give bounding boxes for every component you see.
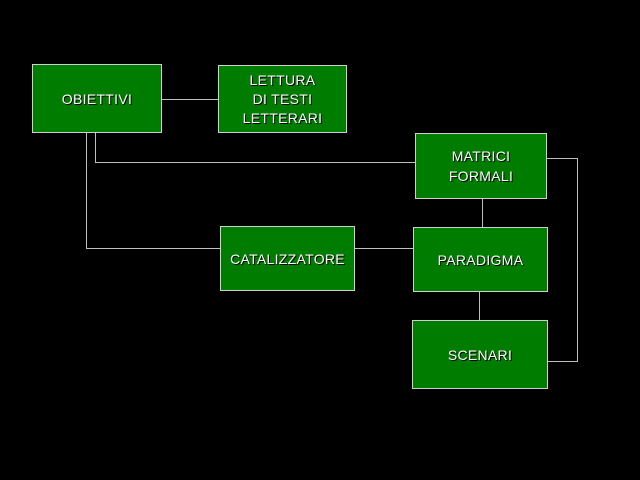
node-lettura-di-testi-letterari: LETTURA DI TESTI LETTERARI <box>218 65 347 133</box>
connector-obiettivi-matrici-horizontal <box>95 162 415 163</box>
node-paradigma: PARADIGMA <box>413 227 548 292</box>
connector-catalizzatore-paradigma <box>355 248 413 249</box>
node-lettura-label-line1: LETTURA <box>249 71 316 88</box>
connector-matrici-scenari-vertical <box>577 158 578 362</box>
node-lettura-label-line3: LETTERARI <box>242 109 323 126</box>
connector-matrici-scenari-bottom <box>548 361 577 362</box>
connector-obiettivi-catalizzatore-horizontal <box>86 248 220 249</box>
connector-paradigma-scenari <box>479 292 480 320</box>
node-scenari: SCENARI <box>412 320 548 389</box>
connector-matrici-scenari-top <box>547 158 577 159</box>
connector-obiettivi-lettura <box>162 99 218 100</box>
node-scenari-label: SCENARI <box>447 346 513 363</box>
connector-matrici-paradigma <box>482 199 483 227</box>
node-obiettivi: OBIETTIVI <box>32 64 162 133</box>
node-matrici-label-line2: FORMALI <box>448 168 514 184</box>
node-catalizzatore-label: CATALIZZATORE <box>230 250 345 267</box>
node-matrici-label-line1: MATRICI <box>451 148 511 164</box>
node-obiettivi-label: OBIETTIVI <box>61 90 133 107</box>
connector-obiettivi-matrici-vertical <box>95 133 96 163</box>
node-matrici-formali: MATRICI FORMALI <box>415 133 547 199</box>
node-catalizzatore: CATALIZZATORE <box>220 226 355 291</box>
node-lettura-label-line2: DI TESTI <box>252 90 313 107</box>
node-paradigma-label: PARADIGMA <box>437 251 524 268</box>
connector-obiettivi-catalizzatore-vertical <box>86 133 87 248</box>
